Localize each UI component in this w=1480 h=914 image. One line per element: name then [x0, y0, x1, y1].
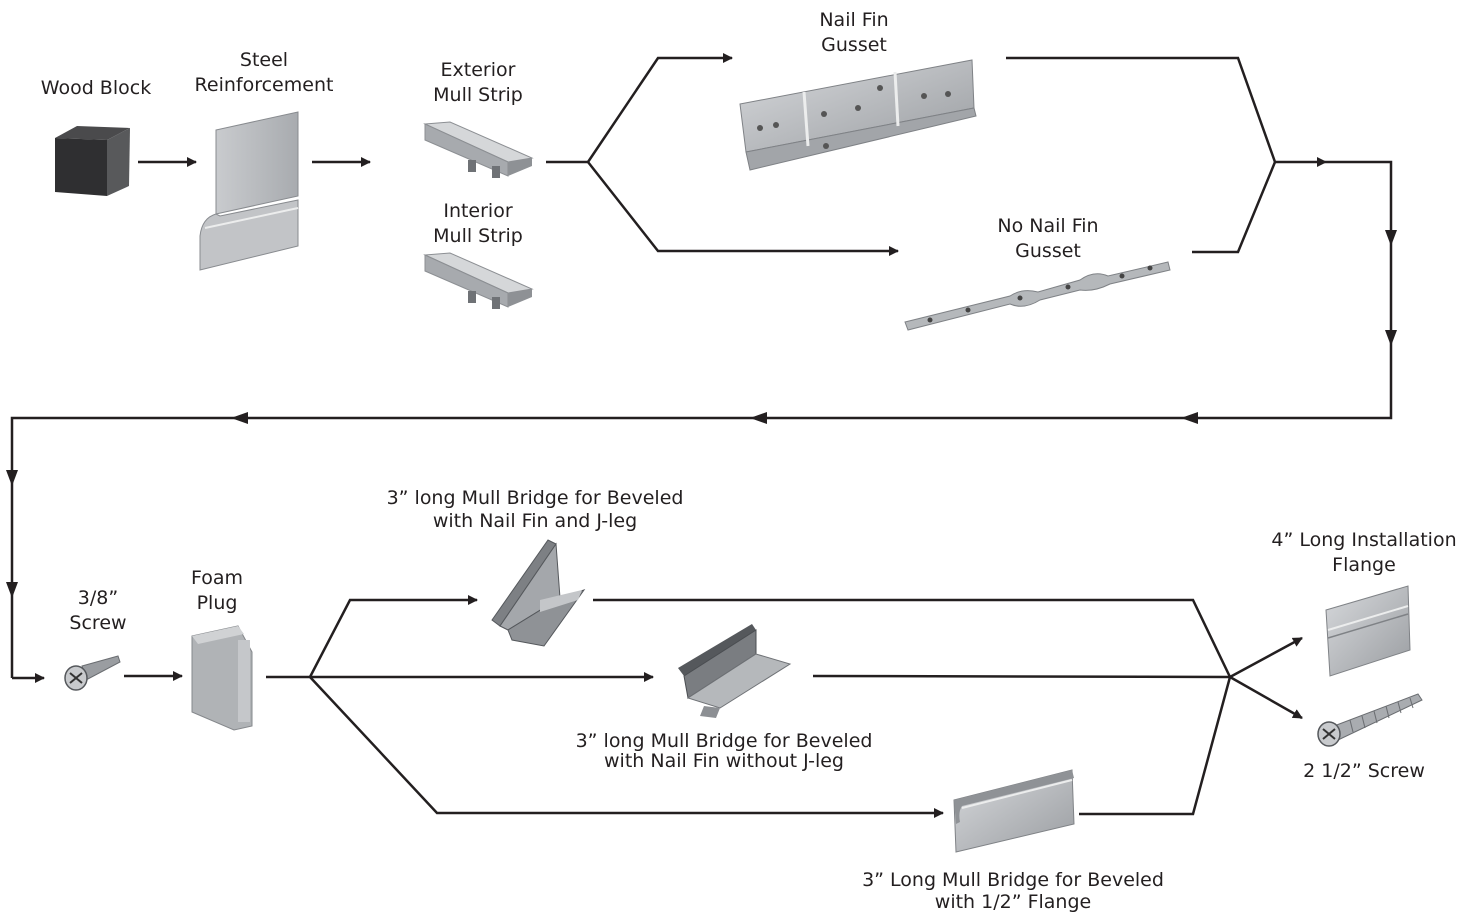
no-nail-fin-gusset-label-line-1: No Nail Fin	[997, 215, 1099, 237]
installation-flange-label-line-1: 4” Long Installation	[1271, 529, 1457, 551]
exterior-mull-strip-label-line-1: Exterior	[440, 59, 516, 81]
installation-flange-icon	[1325, 585, 1411, 677]
bridge-no-jleg-label-line-1: 3” long Mull Bridge for Beveled	[575, 730, 873, 752]
down-arrowhead-4	[6, 582, 18, 598]
bridge-no-jleg-return	[812, 674, 1231, 679]
exterior-mull-strip-label: Exterior Mull Strip	[433, 58, 523, 108]
arrow-to-2-5-screw	[1229, 675, 1303, 720]
interior-mull-strip-icon	[423, 252, 534, 309]
bridge-flange-label: 3” Long Mull Bridge for Beveled with 1/2…	[862, 869, 1164, 913]
bridge-jleg-label-line-1: 3” long Mull Bridge for Beveled	[386, 487, 684, 509]
screw-2-5-label-line: 2 1/2” Screw	[1303, 760, 1425, 782]
bridge-no-jleg-label: 3” long Mull Bridge for Beveled with Nai…	[576, 731, 873, 771]
no-nail-fin-gusset-icon	[904, 261, 1171, 331]
bridge-flange-return	[1079, 676, 1232, 816]
wood-block-label: Wood Block	[41, 76, 151, 101]
screw-3-8-label-line-2: Screw	[69, 612, 127, 634]
bridge-jleg-label-line-2: with Nail Fin and J-leg	[432, 510, 638, 532]
steel-reinforcement-label-line-2: Reinforcement	[194, 74, 334, 96]
screw-3-8-label-line-1: 3/8”	[77, 587, 119, 609]
foam-plug-icon	[191, 625, 253, 731]
down-arrowhead-2	[1385, 330, 1397, 346]
exterior-mull-strip-icon	[423, 121, 534, 178]
steel-reinforcement-label: Steel Reinforcement	[195, 48, 334, 98]
down-arrowhead-1	[1385, 230, 1397, 246]
arrow-to-no-nail-fin-gusset	[587, 161, 899, 256]
bridge-flange-label-line-1: 3” Long Mull Bridge for Beveled	[862, 869, 1164, 891]
arrow-to-installation-flange	[1229, 636, 1303, 679]
right-vertical-connector	[10, 160, 1393, 678]
wood-block-label-line: Wood Block	[40, 77, 152, 99]
foam-plug-label-line-1: Foam	[190, 567, 244, 589]
down-arrowhead-3	[6, 470, 18, 486]
no-nail-fin-gusset-label: No Nail Fin Gusset	[997, 214, 1098, 264]
bridge-flange-label-line-2: with 1/2” Flange	[934, 891, 1092, 913]
mull-bridge-no-jleg-icon	[678, 624, 792, 718]
interior-mull-strip-label-line-1: Interior	[443, 200, 513, 222]
screw-3-8-label: 3/8” Screw	[69, 586, 126, 636]
steel-reinforcement-icon	[199, 111, 299, 271]
foam-plug-label: Foam Plug	[191, 566, 243, 616]
foam-plug-label-line-2: Plug	[196, 592, 238, 614]
flow-connectors	[10, 53, 1393, 818]
interior-mull-strip-label: Interior Mull Strip	[433, 199, 523, 249]
nail-fin-gusset-label-line-1: Nail Fin	[819, 9, 889, 31]
arrow-to-nail-fin-gusset	[586, 53, 733, 163]
mull-bridge-jleg-icon	[491, 539, 586, 647]
no-nail-fin-gusset-return	[1192, 161, 1277, 254]
left-arrowhead-3	[231, 412, 248, 424]
arrow-to-bridge-jleg	[308, 595, 478, 678]
mull-bridge-flange-icon	[953, 769, 1075, 853]
small-screw-icon	[64, 655, 121, 691]
wood-block-icon	[55, 126, 130, 196]
exterior-mull-strip-label-line-2: Mull Strip	[433, 84, 523, 106]
nail-fin-gusset-label-line-2: Gusset	[821, 34, 887, 56]
nail-fin-gusset-icon	[739, 59, 977, 171]
screw-2-5-label: 2 1/2” Screw	[1303, 759, 1425, 784]
no-nail-fin-gusset-label-line-2: Gusset	[1015, 240, 1081, 262]
bridge-jleg-return	[593, 598, 1232, 678]
long-screw-icon	[1317, 693, 1423, 747]
path-arrowheads	[6, 230, 1397, 598]
installation-flange-label: 4” Long Installation Flange	[1271, 528, 1456, 578]
installation-flange-label-line-2: Flange	[1332, 554, 1396, 576]
steel-reinforcement-label-line-1: Steel	[239, 49, 289, 71]
left-arrowhead-2	[750, 412, 767, 424]
bridge-no-jleg-label-line-2: with Nail Fin without J-leg	[604, 750, 844, 772]
nail-fin-gusset-return	[1006, 56, 1277, 163]
interior-mull-strip-label-line-2: Mull Strip	[433, 225, 523, 247]
bridge-jleg-label: 3” long Mull Bridge for Beveled with Nai…	[387, 487, 684, 533]
left-arrowhead-1	[1181, 412, 1198, 424]
nail-fin-gusset-label: Nail Fin Gusset	[819, 8, 888, 58]
arrow-to-bridge-flange	[309, 676, 944, 818]
